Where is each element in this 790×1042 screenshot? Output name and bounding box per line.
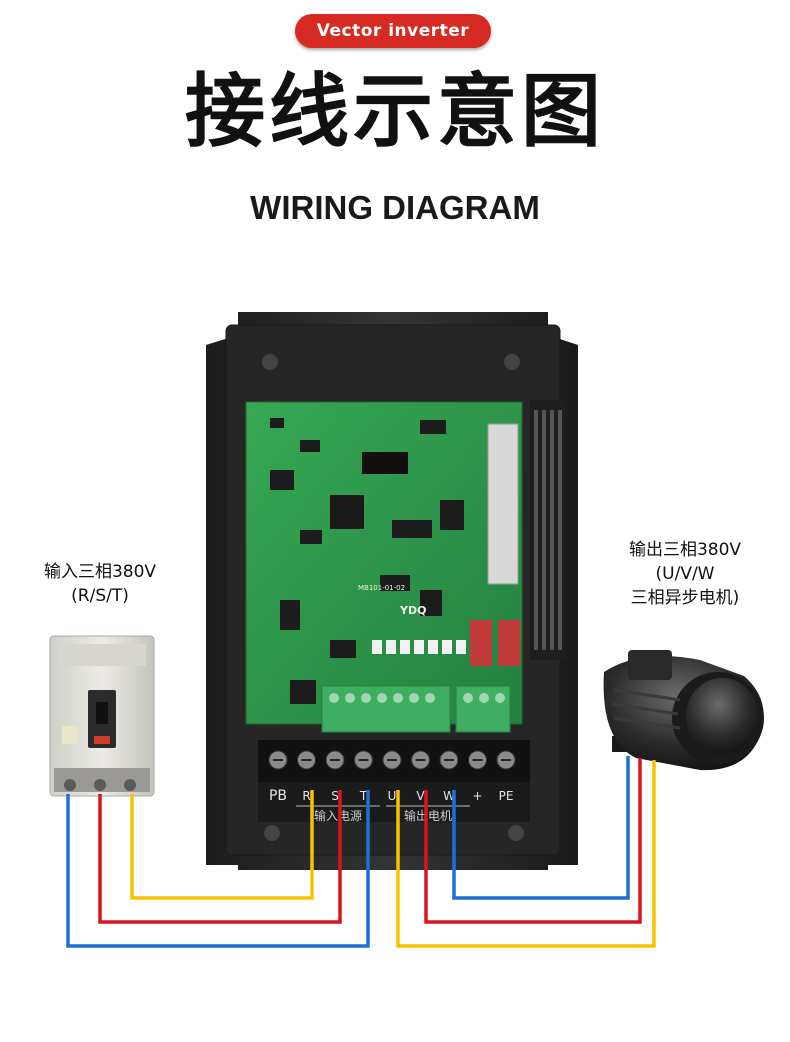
screw-icon [262, 354, 278, 370]
wire-output-yellow [396, 760, 656, 948]
ribbon-connector [487, 423, 519, 585]
terminal-label-pb: PB [269, 788, 287, 804]
power-terminal-strip: PB R S T U V W + PE 输入电源 输出电机 [258, 740, 530, 823]
page-title-en: WIRING DIAGRAM [250, 189, 540, 226]
input-group-label: 输入电源 [314, 808, 362, 823]
terminal-label-t: T [359, 789, 368, 803]
output-motor-line2: (U/V/W [655, 564, 715, 584]
page-title-cn: 接线示意图 [185, 65, 605, 158]
circuit-breaker [49, 635, 155, 797]
product-badge: Vector inverter [295, 14, 491, 48]
terminal-label-v: V [416, 789, 425, 803]
terminal-label-plus: + [472, 789, 482, 803]
output-group-label: 输出电机 [404, 808, 452, 823]
motor-terminal-box [628, 650, 672, 680]
input-power-line2: (R/S/T) [71, 586, 129, 606]
input-power-line1: 输入三相380V [43, 562, 157, 582]
wires [66, 756, 656, 948]
terminal-label-w: W [443, 789, 455, 803]
terminal-label-r: R [302, 789, 310, 803]
relay-terminal-block [455, 685, 511, 733]
board-model: MB101-01-02 [358, 584, 405, 592]
wire-input-blue [66, 790, 370, 948]
terminal-label-u: U [388, 789, 397, 803]
output-motor-line1: 输出三相380V [628, 540, 742, 560]
terminal-label-pe: PE [499, 789, 514, 803]
terminal-label-s: S [331, 789, 339, 803]
control-board: YDQ MB101-01-02 [245, 401, 523, 733]
header-connector [362, 452, 408, 474]
input-power-label: 输入三相380V (R/S/T) [20, 560, 180, 608]
board-brand: YDQ [399, 604, 426, 617]
wire-output-red [424, 758, 642, 924]
output-motor-line3: 三相异步电机) [630, 588, 740, 608]
wire-output-blue [452, 756, 630, 900]
output-motor-label: 输出三相380V (U/V/W 三相异步电机) [600, 538, 770, 610]
screw-icon [508, 825, 524, 841]
microcontroller-chip [330, 495, 364, 529]
screw-icon [504, 354, 520, 370]
motor [603, 650, 764, 771]
control-terminal-block [321, 685, 451, 733]
wire-input-red [98, 790, 342, 924]
screw-icon [264, 825, 280, 841]
wire-input-yellow [130, 790, 314, 900]
